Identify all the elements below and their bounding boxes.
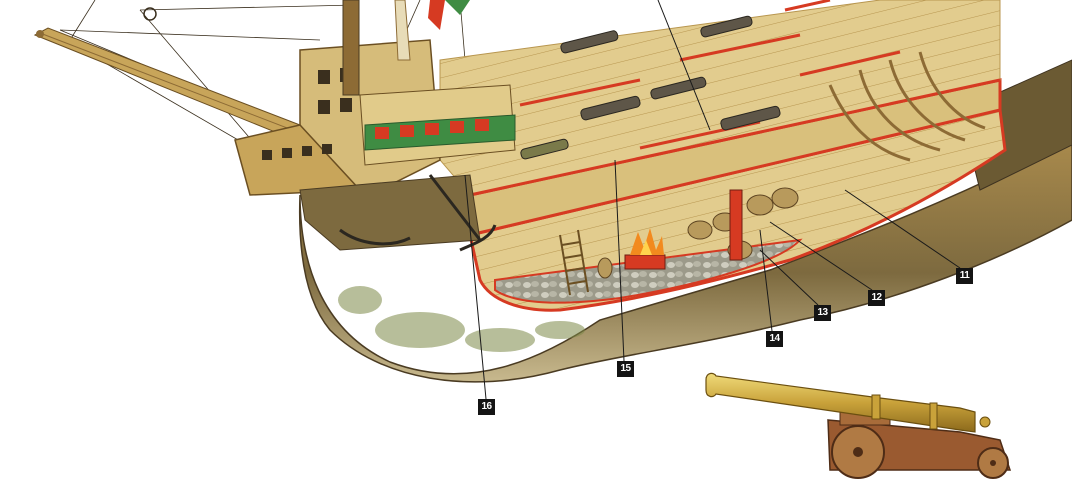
callout-16: 16 [478,399,495,415]
bowsprit [33,7,301,139]
hull-algae [338,286,585,352]
callout-13: 13 [814,305,831,321]
ladder [559,229,589,296]
leader-lines [464,0,961,400]
bronze-cannon [705,372,1012,479]
ballast-stones [494,238,803,304]
callout-14: 14 [766,331,783,347]
pump-bulkhead [729,189,743,261]
galley-fire [624,228,666,270]
forecastle [234,39,516,251]
anchor [339,174,497,252]
hull-ribs [828,51,986,162]
deck-cannons [520,15,781,160]
callout-15: 15 [617,361,634,377]
callout-12: 12 [868,290,885,306]
foremast [342,0,470,96]
cutaway-edges [469,0,1001,197]
callout-11: 11 [956,268,973,284]
hull [298,139,1072,383]
